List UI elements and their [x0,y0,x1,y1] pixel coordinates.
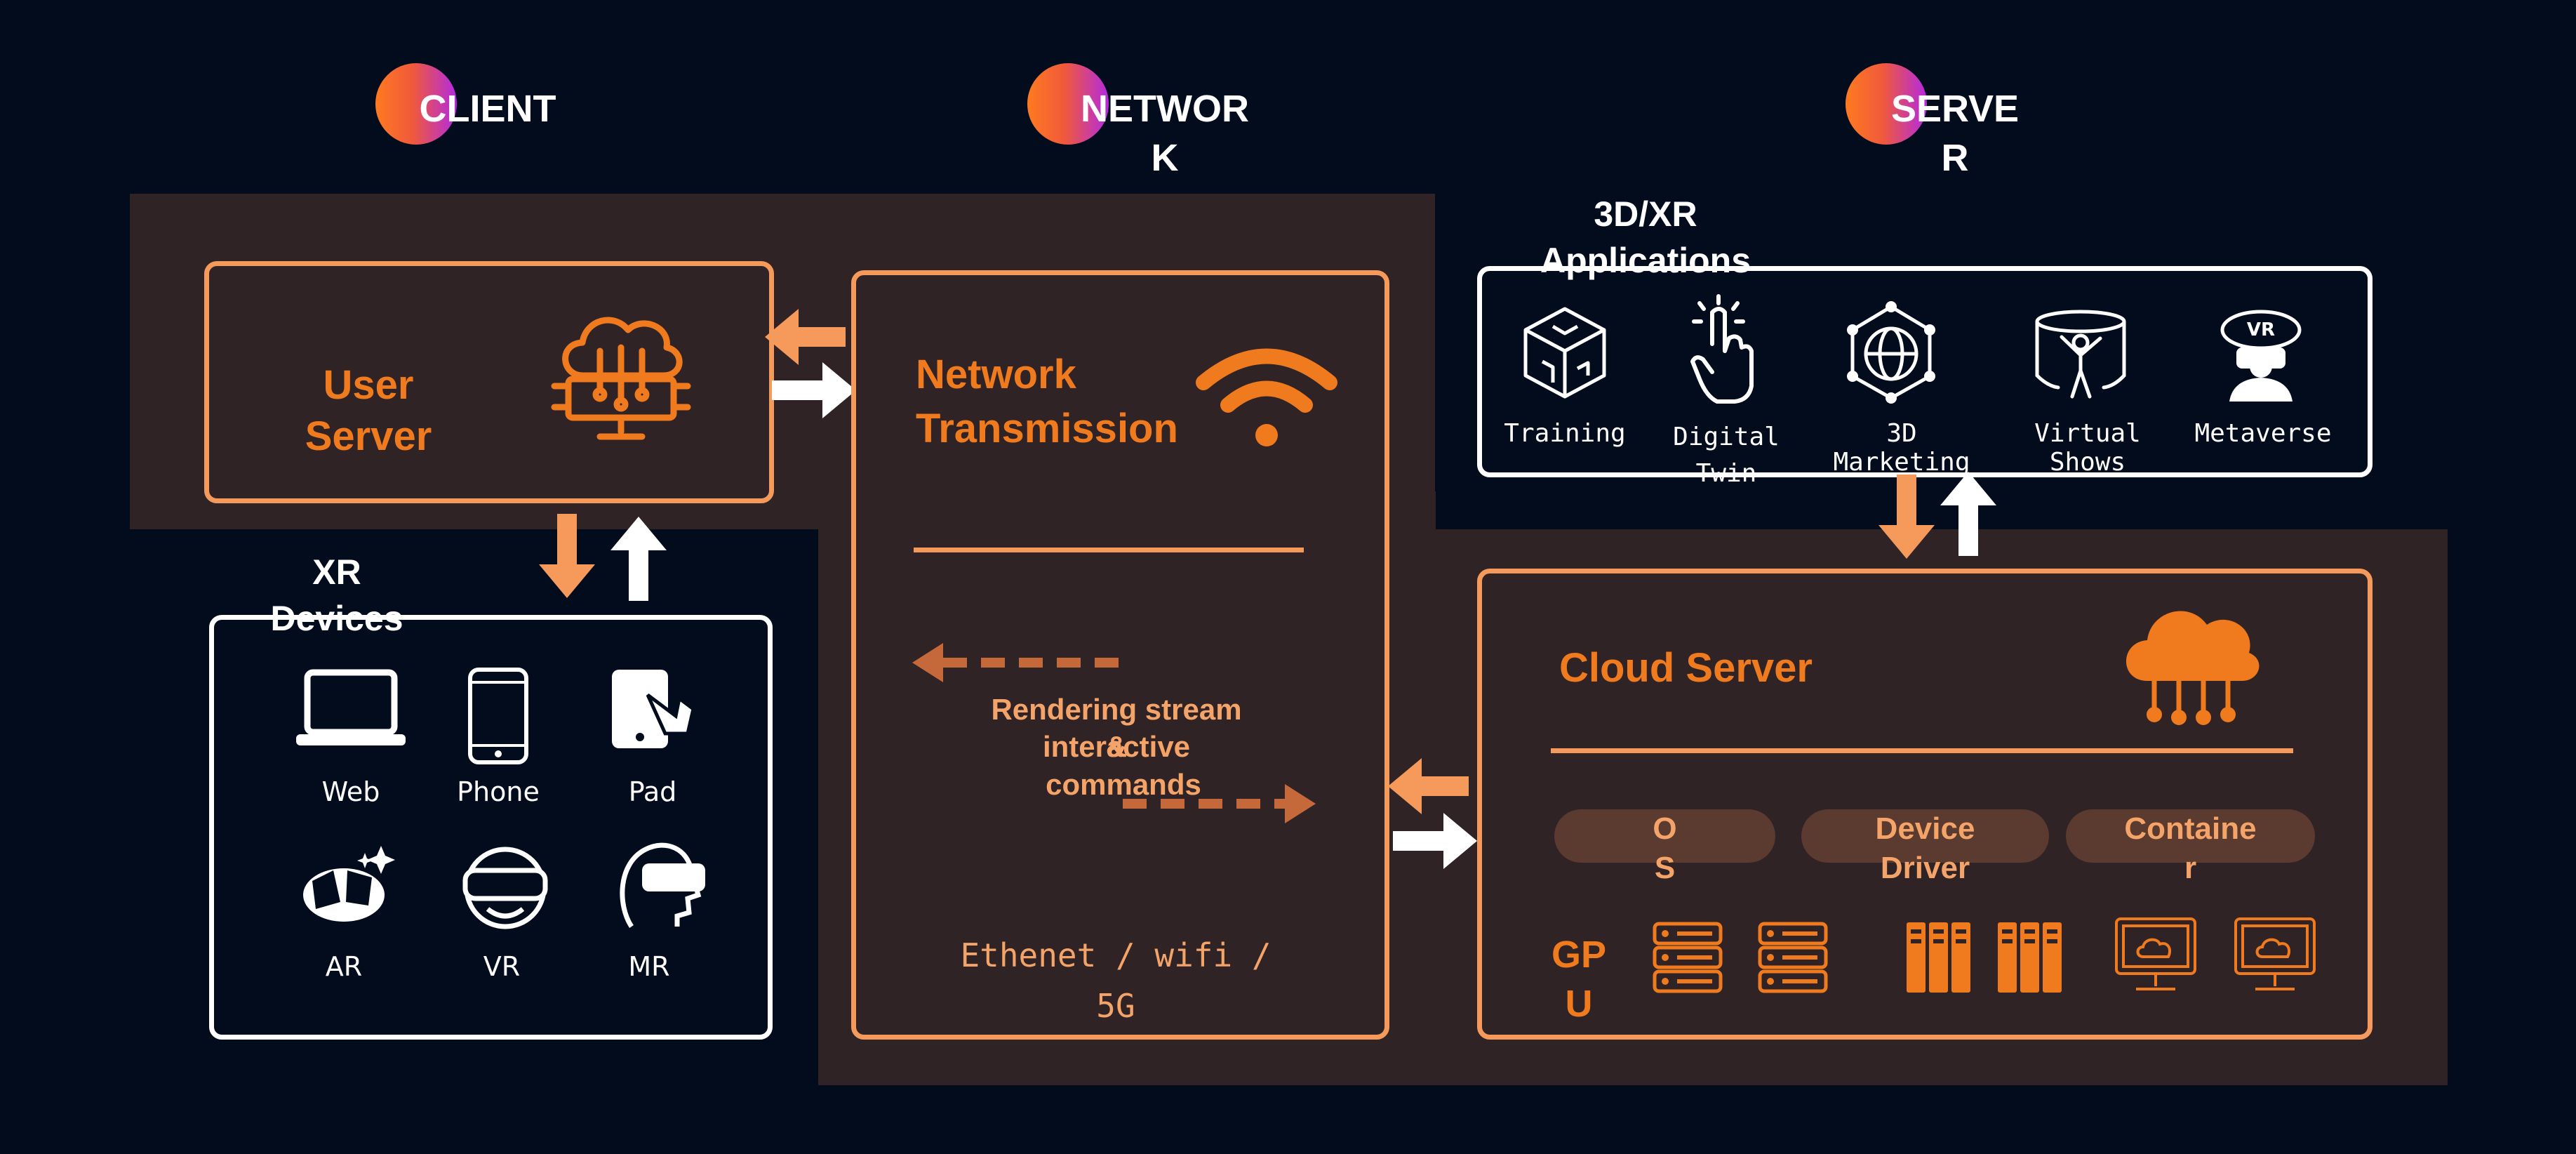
protocols-line2: 5G [1096,987,1135,1025]
server-rack-icon-1 [1653,922,1723,993]
app-label-metaverse: Metaverse [2194,419,2332,448]
cloud-server-title: Cloud Server [1559,645,1813,691]
network-header-dot [1027,63,1109,145]
arrow-up-to-apps [1940,472,1996,556]
cloud-monitor-icon-2 [2234,917,2316,990]
ampersand-label: & [1105,730,1128,763]
xr-devices-title: XR Devices [253,549,421,642]
phone-icon [468,668,528,764]
wifi-icon [1196,348,1337,446]
rendering-stream-label: Rendering stream [991,693,1242,726]
network-middle-backdrop [818,491,1436,533]
pill-os-line2: S [1654,851,1676,885]
cloud-monitor-icon-1 [2115,917,2196,990]
client-header-dot [375,63,457,145]
device-label-mr: MR [628,951,670,982]
gpu-tower-icon-2 [1998,922,2062,993]
xr-devices-box [209,615,773,1040]
pill-container: Containe r [2066,809,2315,885]
server-header-line2: R [1941,137,1969,179]
gpu-line2: U [1565,983,1593,1025]
cloud-server-box [1477,569,2373,1040]
user-server-box [204,261,774,503]
user-server-line2: Server [305,413,432,459]
app-label-training: Training [1504,419,1626,448]
digital-twin-touch-icon [1690,294,1754,404]
dashed-arrow-left [912,643,1119,682]
network-divider [914,548,1304,552]
client-header: CLIENT [419,88,556,130]
ar-headset-icon [303,846,395,922]
mr-head-icon [620,842,705,928]
svg-text:VR: VR [2247,319,2275,340]
metaverse-vr-icon: VR [2220,310,2302,402]
xr-devices-line1: XR [312,552,361,592]
device-label-web: Web [321,776,380,807]
device-label-pad: Pad [628,776,677,807]
xr-devices-line2: Devices [270,599,403,638]
interactive-label: interactive [1042,730,1191,763]
arrow-down-to-devices [539,514,595,598]
applications-title: 3D/XR Applications [1530,191,1761,284]
arrow-right-to-cloud [1393,813,1477,869]
pill-container-line1: Containe [2124,811,2257,846]
marketing-3d-globe-icon [1847,301,1935,404]
laptop-icon [296,669,406,745]
cloud-divider [1551,748,2293,753]
device-label-ar: AR [325,951,363,982]
pill-os-line1: O [1653,811,1677,846]
pill-container-line2: r [2184,851,2197,885]
server-header: SERVE R [1871,84,2039,183]
pill-os: O S [1554,809,1775,885]
gpu-label: GP U [1544,930,1614,1028]
applications-line1: 3D/XR [1594,194,1697,234]
server-header-line1: SERVE [1890,88,2020,130]
virtual-shows-icon [2035,310,2126,399]
gpu-line1: GP [1551,934,1607,976]
app-label-3d-marketing: 3D Marketing [1833,419,1970,477]
user-server-title: User Server [302,359,435,462]
pill-driver-line1: Device [1875,811,1975,846]
dashed-arrow-right [1123,784,1316,823]
gpu-tower-icon-1 [1907,922,1970,993]
arrow-left-to-user-server [765,309,846,365]
network-title-line1: Network [916,352,1076,397]
tablet-touch-icon [612,670,695,748]
server-backdrop [1435,530,2448,1085]
cloud-computer-icon [551,317,691,440]
app-label-virtual-shows: Virtual Shows [2034,419,2141,477]
protocols-label: Ethenet / wifi / 5G [912,930,1319,1031]
cloud-network-icon [2126,611,2260,725]
applications-line2: Applications [1540,241,1751,280]
vr-headset-icon [462,847,548,929]
arrow-up-to-user-server [610,517,667,601]
user-server-line1: User [323,362,414,408]
network-header-line1: NETWOR [1081,88,1249,130]
network-transmission-box [851,270,1389,1040]
device-label-phone: Phone [457,776,540,807]
server-rack-icon-2 [1758,922,1828,993]
arrow-left-to-network [1388,758,1469,814]
network-header: NETWOR K [1060,84,1270,183]
network-transmission-title: Network Transmission [916,347,1178,456]
pill-driver-line2: Driver [1880,851,1970,885]
device-label-vr: VR [483,951,521,982]
network-title-line2: Transmission [916,406,1178,451]
app-label-twin: Twin [1695,459,1757,488]
protocols-line1: Ethenet / wifi / [960,936,1272,974]
commands-label: commands [1046,768,1201,801]
server-header-dot [1846,63,1927,145]
applications-box [1477,266,2373,477]
app-label-digital: Digital [1673,423,1780,451]
network-header-line2: K [1151,137,1179,179]
arrow-right-to-network [772,362,856,418]
arrow-down-to-cloud [1878,475,1935,559]
pill-device-driver: Device Driver [1801,809,2049,885]
training-cube-icon [1523,307,1606,399]
app-label-digital-twin: Digital Twin [1656,419,1796,492]
client-network-backdrop [130,194,1435,529]
